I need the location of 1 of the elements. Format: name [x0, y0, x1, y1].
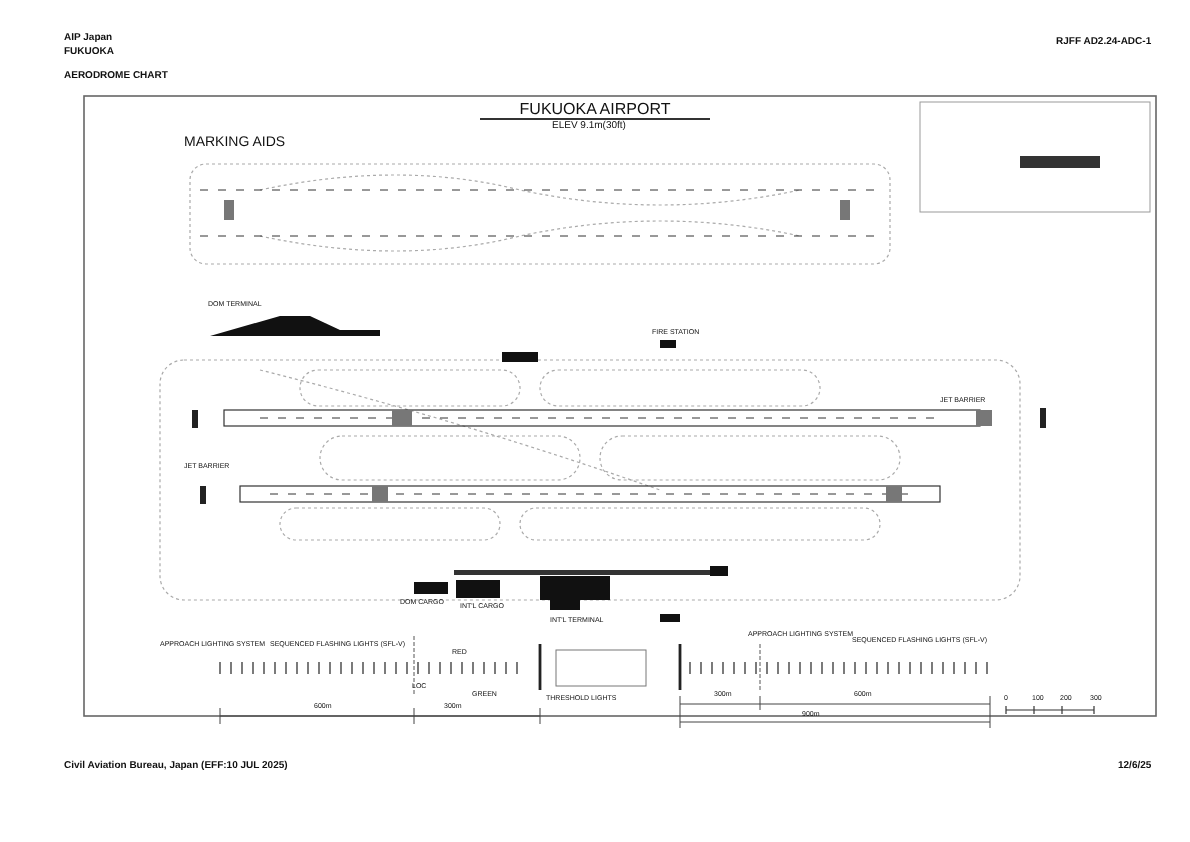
chart-title: FUKUOKA AIRPORT: [480, 100, 710, 120]
